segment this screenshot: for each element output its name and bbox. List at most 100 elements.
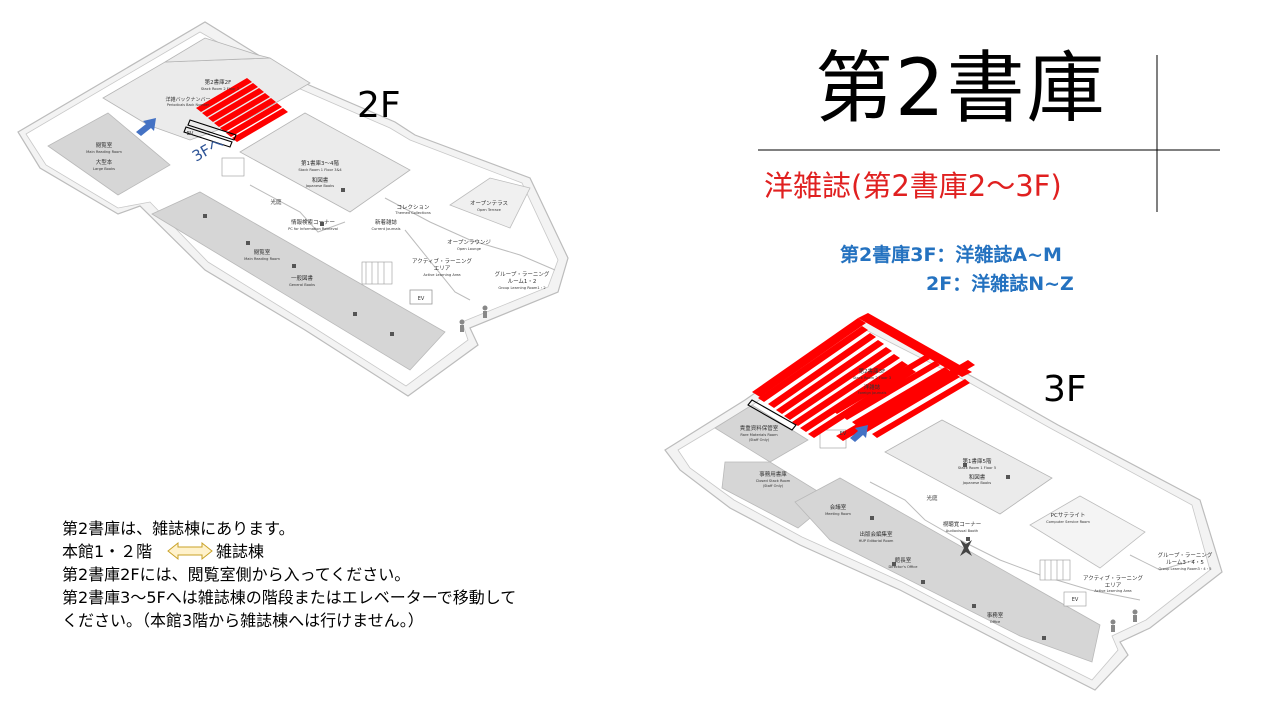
- map3f-hup-en: HUP Editorial Room: [859, 539, 894, 543]
- partitions-2f: [249, 184, 346, 233]
- stairs-2f: [221, 157, 393, 285]
- shelves-2f: [196, 78, 288, 142]
- map3f-director-en: Director's Office: [889, 565, 919, 569]
- partitions-3f: [869, 481, 1141, 601]
- map2f-reading-small: 閲覧室: [96, 141, 113, 149]
- note-line-2b: 雑誌棟: [216, 542, 265, 561]
- page-title: 第2書庫: [815, 44, 1107, 134]
- map3f-jp-books: 和図書: [969, 473, 986, 481]
- map2f-jp-books-en: Japanese Books: [305, 184, 334, 188]
- map3f-pc: PCサテライト: [1051, 512, 1086, 519]
- entrance-arrow-2f: [136, 118, 156, 136]
- map3f-rare-en2: (Staff Only): [749, 438, 770, 442]
- labels-2f: 第2書庫2F Stack Room 2 Floor 2 洋雑バックナンバー Pe…: [86, 78, 550, 302]
- partitions-2f-c: [404, 229, 471, 301]
- restroom-icons-2f: [459, 305, 488, 332]
- map3f-jp-books-en: Japanese Books: [962, 481, 991, 485]
- map2f-large-books-en: Large Books: [93, 167, 115, 171]
- note-line-4: 第2書庫3～5Fへは雑誌棟の階段またはエレベーターで移動して: [62, 588, 517, 607]
- map3f-rare-en: Rare Materials Room: [740, 433, 778, 437]
- map2f-group-learning: グループ・ラーニング: [495, 270, 550, 278]
- map-3f: 第2書庫3F Stack Room 2 Floor 3 洋雑誌 Foreign …: [664, 313, 1223, 691]
- map3f-closed: 事務用書庫: [759, 470, 787, 478]
- map2f-main-reading: 閲覧室: [254, 248, 271, 256]
- map2f-stack2-en: Stack Room 2 Floor 2: [201, 87, 239, 91]
- stack-room-1-3f: [884, 419, 1053, 515]
- map3f-light-well: 光庭: [926, 494, 938, 502]
- map2f-stack1-en: Stack Room 1 Floor 3&4: [298, 168, 342, 172]
- stack-room-1-2f: [239, 112, 411, 213]
- map2f-open-terrace: オープンテラス: [470, 200, 508, 207]
- map2f-main-reading-en: Main Reading Room: [244, 257, 280, 261]
- elevator-2f-b: [409, 289, 433, 305]
- stairs-3f: [819, 429, 1087, 607]
- map3f-hup: 出版会編集室: [859, 530, 893, 538]
- map3f-pc-en: Computer Service Room: [1046, 520, 1090, 524]
- labels-3f: 第2書庫3F Stack Room 2 Floor 3 洋雑誌 Foreign …: [740, 367, 1213, 624]
- map2f-reading-small-en: Main Reading Room: [86, 150, 122, 154]
- rare-materials-room-3f: [714, 404, 809, 463]
- map3f-active2: エリア: [1105, 582, 1122, 589]
- floor-label-3f: 3F: [1043, 369, 1087, 410]
- double-arrow-icon: [167, 541, 213, 561]
- map2f-collection: コレクション: [396, 204, 430, 211]
- shelves-3f: [752, 313, 975, 441]
- map2f-active-learning2: エリア: [434, 265, 451, 272]
- note-line-3: 第2書庫2Fには、閲覧室側から入ってください。: [62, 565, 411, 584]
- map-2f: 第2書庫2F Stack Room 2 Floor 2 洋雑バックナンバー Pe…: [17, 21, 569, 397]
- restroom-icons-3f: [1110, 609, 1138, 632]
- map2f-open-lounge: オープンラウンジ: [447, 238, 491, 246]
- small-reading-room-2f: [47, 112, 171, 196]
- map2f-general-books-en: General Books: [289, 283, 315, 287]
- map2f-ev: EV: [187, 131, 194, 137]
- map3f-group: グループ・ラーニング: [1158, 551, 1213, 559]
- map3f-office: 事務室: [987, 611, 1004, 619]
- entrance-arrow-3f: [850, 425, 868, 442]
- main-reading-room-2f: [151, 191, 446, 371]
- top-room-2f: [164, 37, 271, 63]
- map2f-active-learning: アクティブ・ラーニング: [412, 257, 472, 265]
- map3f-ev2: EV: [1072, 597, 1079, 603]
- markers-2f: [203, 188, 394, 336]
- map2f-active-learning-en: Active Learning Area: [423, 273, 460, 277]
- backnumber-shelves-2f: [183, 119, 237, 148]
- map2f-backnumber-en: Periodicals Back Number: [167, 103, 210, 107]
- map2f-open-lounge-en: Open Lounge: [457, 247, 482, 251]
- map3f-foreign: 洋雑誌: [864, 383, 881, 391]
- map3f-closed-en: Closed Stack Room: [756, 479, 791, 483]
- map3f-group2: ルーム3・4・5: [1166, 559, 1204, 566]
- note-line-2a: 本館1・２階: [62, 542, 153, 561]
- map3f-ev: EV: [840, 431, 847, 437]
- map2f-open-terrace-en: Open Terrace: [477, 208, 502, 212]
- map3f-stack2-en: Stack Room 2 Floor 3: [853, 376, 891, 380]
- map2f-new-journals: 新着雑誌: [375, 218, 398, 226]
- map2f-info-search: 情報検索コーナー: [291, 218, 335, 226]
- map3f-av-en: Audiovisual Booth: [946, 529, 978, 533]
- rare-shelf-outline-3f: [747, 399, 797, 431]
- note-line-1: 第2書庫は、雑誌棟にあります。: [62, 519, 295, 538]
- pc-satellite-3f: [1029, 495, 1146, 569]
- av-booth-icon-3f: [960, 540, 972, 556]
- map3f-foreign-en: Foreign Journals: [858, 391, 887, 395]
- floor-info-2f: 2F：洋雑誌N~Z: [926, 273, 1074, 295]
- floor-label-2f: 2F: [357, 85, 401, 126]
- map3f-active: アクティブ・ラーニング: [1083, 574, 1143, 582]
- map3f-rare: 貴重資料保管室: [740, 424, 779, 432]
- map3f-stack1-en: Stack Room 1 Floor 5: [958, 466, 996, 470]
- map2f-jp-books: 和図書: [312, 176, 329, 184]
- map2f-backnumber: 洋雑バックナンバー: [165, 96, 210, 103]
- map2f-info-search-en: PC for Information Retrieval: [288, 227, 338, 231]
- map3f-closed-en2: (Staff Only): [763, 484, 784, 488]
- open-terrace-area-2f: [449, 177, 531, 229]
- map2f-light-well: 光庭: [270, 198, 282, 206]
- map3f-director: 館長室: [895, 556, 912, 564]
- map3f-av: 視聴覚コーナー: [943, 520, 982, 528]
- map3f-office-en: Office: [990, 620, 1001, 624]
- map2f-general-books: 一般図書: [291, 274, 314, 282]
- map3f-stack1: 第1書庫5階: [963, 457, 992, 465]
- map2f-new-journals-en: Current Journals: [372, 227, 401, 231]
- map2f-large-books: 大型本: [96, 158, 113, 166]
- map3f-group-en: Group Learning Room3・4・5: [1158, 567, 1211, 571]
- map2f-ev2: EV: [418, 296, 425, 302]
